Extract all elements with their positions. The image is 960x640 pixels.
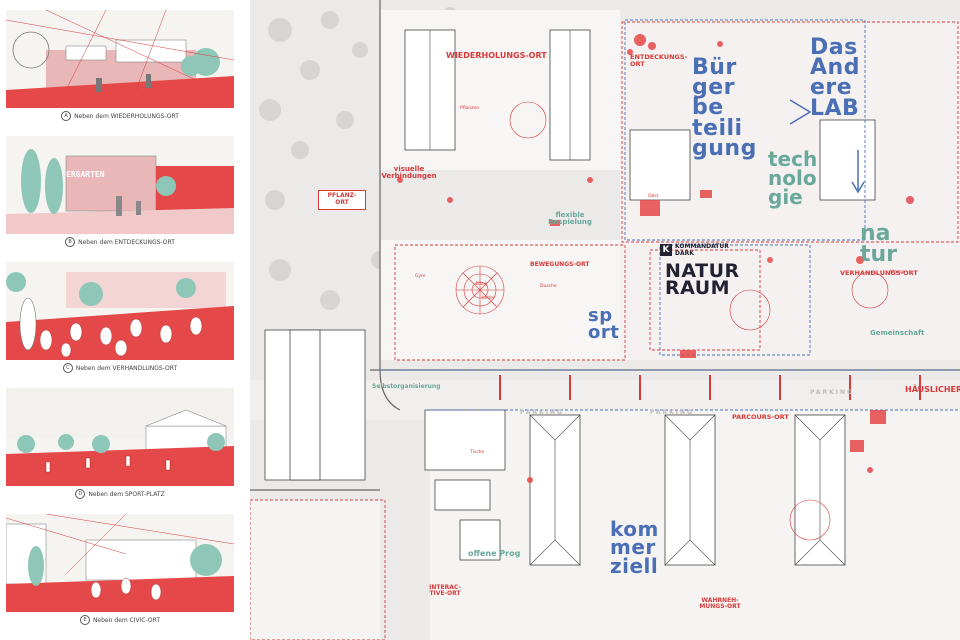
label-parking-1: PARKING bbox=[520, 409, 564, 416]
title-technologie: tech nolo gie bbox=[768, 147, 818, 209]
marker-bank: Bank bbox=[476, 282, 488, 287]
panel-number-b: B bbox=[65, 237, 76, 247]
marker-tische: Tische bbox=[470, 450, 485, 455]
label-parking-3: PARKING bbox=[810, 389, 854, 396]
panel-caption-text-b: Neben dem ENTDECKUNGS-ORT bbox=[78, 238, 175, 246]
title-buergerbeteiligung: Bür ger be teili gung bbox=[692, 55, 757, 161]
panel-caption-a: A Neben dem WIEDERHOLUNGS-ORT bbox=[6, 110, 234, 122]
label-visuelle-verbindungen: visuelle Verbindungen bbox=[381, 165, 437, 181]
site-plan: WIEDERHOLUNGS-ORT ENTDECKUNGS-ORT PFLANZ… bbox=[250, 0, 960, 640]
panel-caption-c: C Neben dem VERHANDLUNGS-ORT bbox=[6, 362, 234, 374]
marker-obst: Obst bbox=[648, 194, 659, 199]
panel-number-a: A bbox=[61, 111, 72, 121]
perspective-panel-c bbox=[6, 262, 234, 360]
sketch-d bbox=[6, 388, 234, 486]
panel-caption-b: B Neben dem ENTDECKUNGS-ORT bbox=[6, 236, 234, 248]
panel-caption-d: D Neben dem SPORT-PLATZ bbox=[6, 488, 234, 500]
sign-text: ERGARTEN bbox=[66, 170, 105, 179]
panel-number-d: D bbox=[75, 489, 86, 499]
label-offene-prog: offene Prog bbox=[468, 549, 521, 558]
marker-pflanzen: Pflanzen bbox=[460, 106, 480, 111]
label-flexible-bespielung: flexible Bespielung bbox=[548, 211, 592, 227]
label-haeuslicher: HÄUSLICHER bbox=[905, 385, 960, 394]
perspective-panel-a bbox=[6, 10, 234, 108]
panel-caption-text-d: Neben dem SPORT-PLATZ bbox=[88, 490, 165, 498]
panel-caption-e: E Neben dem CIVIC-ORT bbox=[6, 614, 234, 626]
sketch-e bbox=[6, 514, 234, 612]
label-verhandlungs-ort: VERHANDLUNGS-ORT bbox=[840, 269, 918, 277]
label-interactive-ort: INTERAC-TIVE-ORT bbox=[429, 584, 461, 598]
perspective-panel-d bbox=[6, 388, 234, 486]
kommandatur-text: KOMMANDATUR DARK bbox=[675, 243, 729, 257]
sketch-a bbox=[6, 10, 234, 108]
sketch-b bbox=[6, 136, 234, 234]
label-wiederholungs-ort: WIEDERHOLUNGS-ORT bbox=[446, 51, 547, 60]
perspective-sidebar: A Neben dem WIEDERHOLUNGS-ORT ERGARTEN B… bbox=[0, 0, 240, 640]
panel-caption-text-c: Neben dem VERHANDLUNGS-ORT bbox=[75, 364, 178, 372]
label-parcours-ort: PARCOURS-ORT bbox=[732, 413, 789, 421]
perspective-panel-b: ERGARTEN bbox=[6, 136, 234, 234]
site-plan-drawing bbox=[250, 0, 960, 640]
title-natur: na tur bbox=[860, 221, 898, 267]
label-entdeckungs-ort: ENTDECKUNGS-ORT bbox=[630, 53, 688, 68]
marker-klasse: Klasse bbox=[890, 270, 905, 275]
marker-dusche: Dusche bbox=[540, 284, 557, 289]
panel-number-c: C bbox=[62, 363, 73, 373]
panel-number-e: E bbox=[79, 615, 90, 625]
label-parking-2: PARKING bbox=[650, 409, 694, 416]
label-bewegungs-ort: BEWEGUNGS-ORT bbox=[530, 261, 590, 268]
panel-caption-text-a: Neben dem WIEDERHOLUNGS-ORT bbox=[74, 112, 179, 120]
label-gemeinschaft: Gemeinschaft bbox=[870, 329, 925, 337]
kommandatur-logo: K bbox=[660, 244, 672, 256]
label-wahrnehmungs-ort: WAHRNEH-MUNGS-ORT bbox=[699, 597, 741, 611]
perspective-panel-e bbox=[6, 514, 234, 612]
title-natur-raum: NATUR RAUM bbox=[665, 260, 740, 300]
kommandatur-sign: K KOMMANDATUR DARK bbox=[660, 243, 735, 257]
label-selbstorganisierung: Selbstorganisierung bbox=[372, 383, 441, 390]
label-pflanz-ort: PFLANZ-ORT bbox=[318, 190, 366, 210]
marker-leiter: Leiter bbox=[482, 296, 495, 301]
title-kommerziell: kom mer ziell bbox=[610, 517, 659, 578]
marker-gym: Gym bbox=[415, 274, 426, 279]
title-das-andere-lab: Das And ere LAB bbox=[810, 35, 860, 121]
title-sport: sp ort bbox=[588, 305, 620, 343]
panel-caption-text-e: Neben dem CIVIC-ORT bbox=[92, 616, 161, 624]
sketch-c bbox=[6, 262, 234, 360]
